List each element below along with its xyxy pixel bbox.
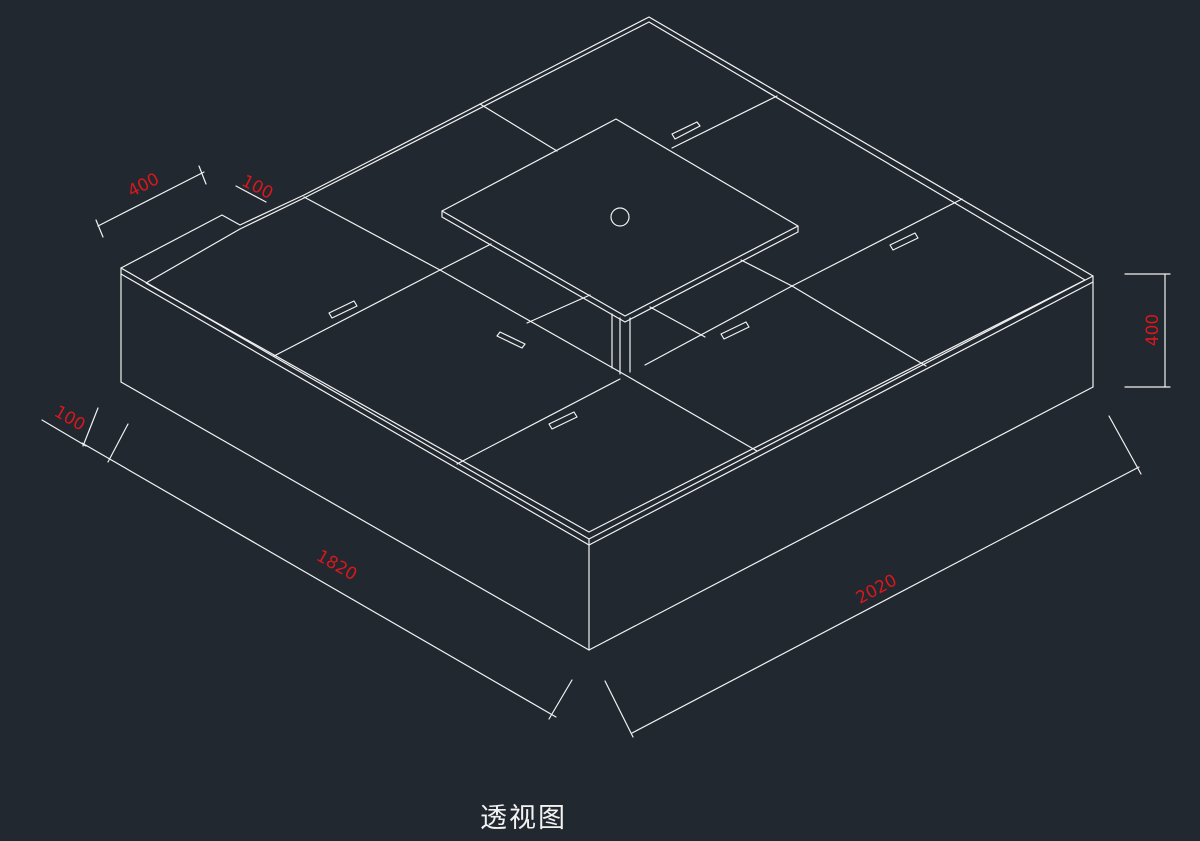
panel-divider <box>303 196 441 271</box>
dim-ext <box>198 165 207 185</box>
dim-line-left-offset <box>41 419 87 447</box>
panel-divider <box>644 285 793 366</box>
handle-slot <box>548 411 578 430</box>
table-top <box>441 118 799 317</box>
panel-divider <box>479 103 558 152</box>
handle-slot <box>328 300 358 319</box>
panel-divider <box>740 259 793 287</box>
panel-divider <box>439 269 621 373</box>
panel-divider <box>526 294 591 324</box>
dim-ext <box>604 680 634 738</box>
dim-ext <box>548 679 573 720</box>
dim-ext <box>1108 415 1142 475</box>
dim-ext <box>82 407 99 447</box>
dim-ext <box>107 423 129 463</box>
dim-line-top-gap <box>235 185 267 203</box>
panel-divider <box>619 371 758 452</box>
dim-label-left-offset: 100 <box>50 402 88 436</box>
base-top-inner-outline <box>145 21 1086 533</box>
panel-divider <box>456 378 621 465</box>
table-top-thickness <box>441 210 799 323</box>
dim-label-left-length: 1820 <box>313 546 360 585</box>
dimension-labels: 400 100 100 1820 2020 400 <box>50 169 1163 608</box>
dim-label-right-length: 2020 <box>853 571 901 609</box>
dim-ext <box>95 219 104 238</box>
handle-slot <box>496 331 526 349</box>
dim-line-right-length <box>631 466 1140 734</box>
handle-slot <box>889 232 919 251</box>
handle-slot <box>671 121 701 140</box>
base-bottom-right-edge <box>588 386 1094 651</box>
lid-panels <box>273 95 963 465</box>
drawing-title: 透视图 <box>480 803 567 834</box>
dim-label-top-width: 400 <box>125 169 163 202</box>
dim-label-height: 400 <box>1143 314 1163 346</box>
center-table <box>441 118 799 375</box>
panel-divider <box>273 269 441 357</box>
table-center-hole <box>610 207 630 227</box>
dimension-lines <box>41 165 1171 738</box>
panel-divider <box>671 95 778 149</box>
base-box <box>120 16 1094 651</box>
front-top-right-edge <box>588 281 1094 546</box>
dim-line-left-length <box>81 442 557 718</box>
base-bottom-left-edge <box>120 381 590 651</box>
front-top-left-edge <box>120 273 590 546</box>
dim-line-top-width <box>97 171 205 227</box>
handles <box>328 121 919 430</box>
panel-divider <box>439 243 492 271</box>
panel-divider <box>791 198 963 287</box>
handle-slot <box>720 321 750 340</box>
panel-divider <box>791 285 927 367</box>
panel-divider <box>649 306 706 338</box>
base-top-outline <box>120 16 1094 540</box>
dim-label-top-gap: 100 <box>238 171 276 204</box>
